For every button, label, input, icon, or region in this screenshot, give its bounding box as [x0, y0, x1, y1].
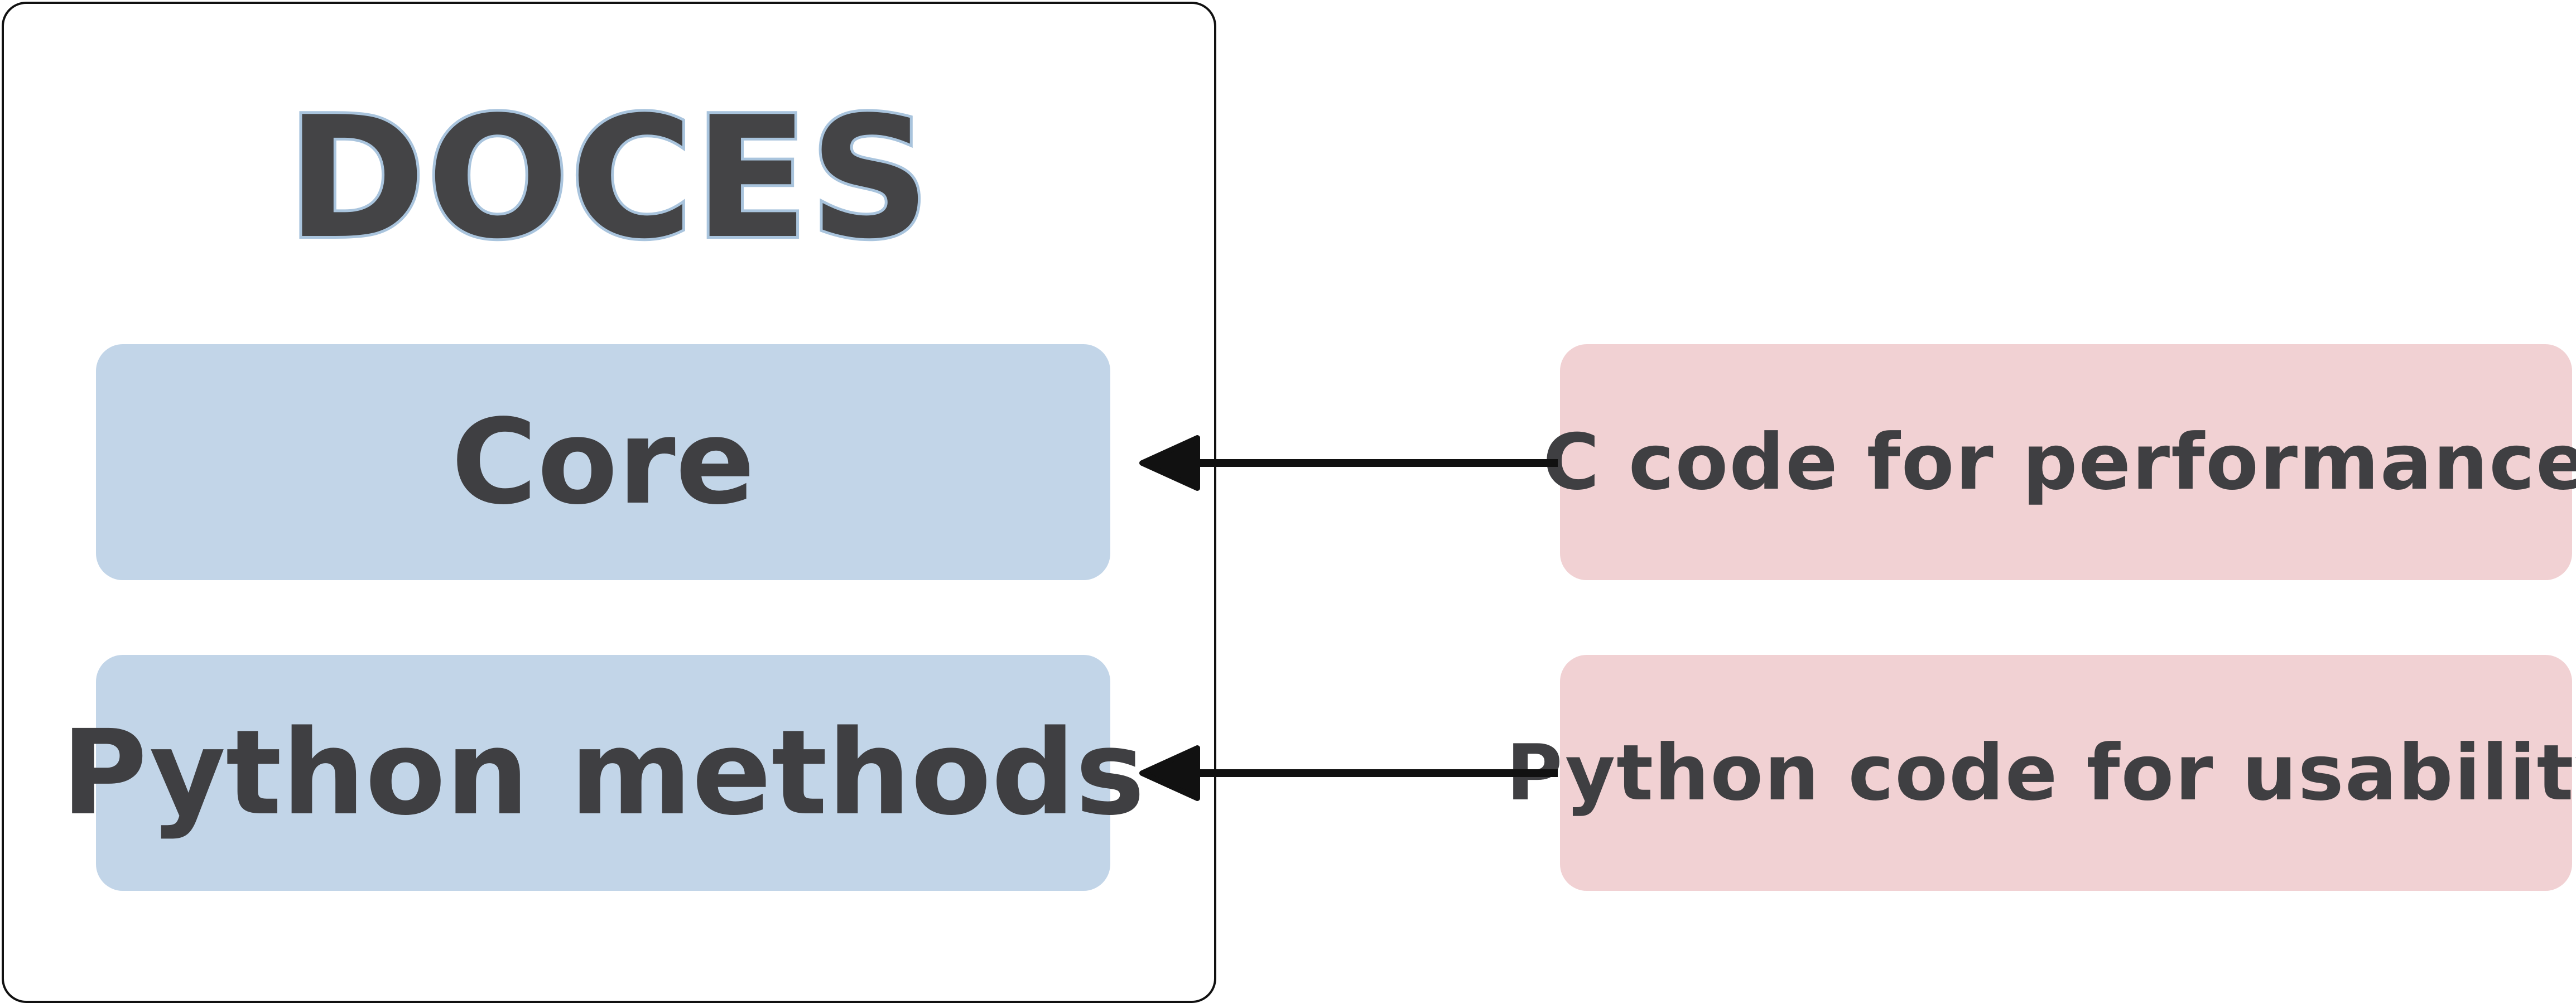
diagram-title: DOCES — [284, 81, 933, 276]
arrow-c-to-core — [1139, 435, 1558, 491]
python-code-box: Python code for usability — [1506, 655, 2576, 891]
python-methods-box: Python methods — [61, 655, 1145, 891]
c-code-box: C code for performance — [1543, 344, 2576, 580]
core-box: Core — [96, 344, 1110, 580]
arrow-head-core — [1139, 435, 1200, 491]
arrow-head-python — [1139, 745, 1200, 801]
arrow-python-to-methods — [1139, 745, 1558, 801]
